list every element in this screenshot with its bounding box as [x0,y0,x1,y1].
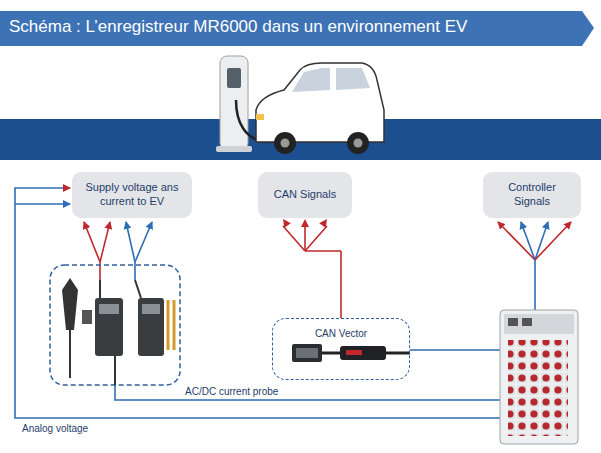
wiring [15,188,500,418]
can-cable-part [386,352,410,355]
supply-fan [84,222,152,280]
mr6000-device-part [504,314,574,334]
can-cable-part [346,350,362,355]
connector-line [304,226,306,251]
probe-group [50,265,180,385]
wiring-part [15,203,70,205]
title-banner [0,11,594,46]
car-part [281,139,290,148]
can-cable [292,344,410,362]
mr6000-device [500,310,578,444]
charging-station-part [227,68,241,88]
connector-line [305,226,327,251]
charging-station-part [220,56,248,150]
mr6000-device-part [508,340,568,436]
can-cable-part [292,344,322,362]
car-part [292,68,330,92]
arrow-head [283,219,291,228]
probe-group-part [142,304,160,314]
probe-group-part [95,298,123,356]
wiring-part [410,349,500,351]
connector-line [283,226,305,251]
can-cable-part [340,346,386,360]
probe-group-part [167,300,170,350]
supply-fan-part [126,222,135,280]
wire-label: Analog voltage [20,423,90,435]
signal-box: Controller Signals [483,172,581,218]
probe-group-part [99,304,119,314]
probe-group-part [50,265,180,385]
supply-fan-part [100,222,110,262]
wiring-part [115,385,500,400]
connector [283,219,341,318]
controller-fan [498,222,571,310]
car-part [256,63,384,142]
controller-fan-part [521,222,535,260]
wiring-part [15,188,500,418]
mr6000-device-part [522,318,532,326]
node-text: CAN Vector [313,328,369,341]
arrow-head [319,219,327,228]
node-text: Supply voltage ans current to EV [78,181,186,209]
car-part [256,114,264,120]
supply-fan-part [84,222,100,280]
controller-fan-part [535,222,571,260]
controller-fan-part [498,222,535,260]
probe-group-part [173,300,176,350]
probe-group-part [114,356,116,385]
dashed-group: CAN Vector [272,318,410,380]
mr6000-device-part [508,318,518,326]
wire-label: AC/DC current probe [183,386,280,398]
connector-line [305,250,341,252]
probe-group-part [69,330,71,378]
car-part [336,68,370,90]
node-text: CAN Signals [274,188,336,202]
node-text: Controller Signals [489,181,575,209]
signal-box: Supply voltage ans current to EV [72,172,192,218]
car-part [354,139,363,148]
arrow-head [301,219,309,227]
connector-line [340,251,342,318]
charging-station-part [216,146,252,152]
car-part [347,132,369,154]
controller-fan-part [534,260,536,310]
supply-fan-part [135,222,152,262]
title-banner-part [0,11,594,46]
probe-group-part [62,278,78,330]
can-cable-part [296,348,318,358]
signal-box: CAN Signals [258,172,352,218]
can-cable-part [322,352,340,355]
probe-group-part [138,298,164,356]
car [256,63,384,154]
probe-group-part [99,280,101,298]
probe-group-part [82,310,92,324]
probe-group-part [135,280,141,298]
title-text: Schéma : L’enregistreur MR6000 dans un e… [9,17,467,37]
mr6000-device-part [500,310,578,444]
car-part [274,132,296,154]
